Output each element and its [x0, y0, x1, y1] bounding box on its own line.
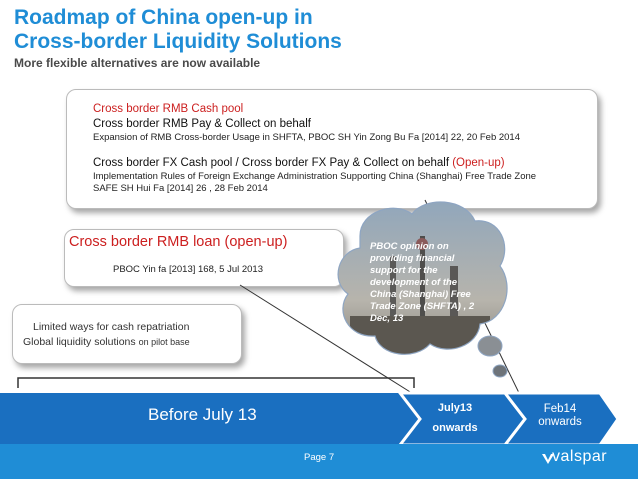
callout-limited-ways: Limited ways for cash repatriation Globa… [12, 304, 242, 364]
fx-regulation-ref-2: SAFE SH Hui Fa [2014] 26 , 28 Feb 2014 [93, 183, 268, 194]
title-line-2: Cross-border Liquidity Solutions [14, 30, 342, 53]
rmb-loan-title: Cross border RMB loan (open-up) [69, 234, 288, 250]
timeline-bar [0, 391, 620, 447]
pboc-opinion-text: PBOC opinion on providing financial supp… [370, 241, 475, 324]
callout-rmb-loan: Cross border RMB loan (open-up) PBOC Yin… [64, 229, 344, 287]
fx-cash-pool-label: Cross border FX Cash pool / Cross border… [93, 157, 505, 169]
callout-cash-pool-text: Cross border RMB Cash pool Cross border … [93, 102, 593, 195]
timeline-feb14: Feb14 onwards [538, 403, 582, 428]
page-number: Page 7 [304, 452, 335, 463]
rmb-cash-pool-label: Cross border RMB Cash pool [93, 103, 244, 115]
rmb-pay-collect-label: Cross border RMB Pay & Collect on behalf [93, 118, 311, 130]
callout-cash-pool: Cross border RMB Cash pool Cross border … [66, 89, 598, 209]
rmb-regulation-ref: Expansion of RMB Cross-border Usage in S… [93, 132, 521, 143]
timeline-brace [17, 377, 415, 388]
slide-subtitle: More flexible alternatives are now avail… [14, 56, 261, 70]
timeline-before-july: Before July 13 [148, 405, 257, 424]
fx-regulation-ref-1: Implementation Rules of Foreign Exchange… [93, 171, 537, 182]
cloud-shanghai-image [337, 201, 508, 378]
footer-bar [0, 444, 638, 479]
valspar-logo-text: valspar [552, 448, 608, 465]
global-liquidity-label: Global liquidity solutions on pilot base [23, 336, 190, 348]
rmb-loan-ref: PBOC Yin fa [2013] 168, 5 Jul 2013 [113, 264, 263, 275]
slide-title: Roadmap of China open-up in Cross-border… [14, 6, 574, 54]
timeline-july13: July13 onwards [432, 402, 478, 434]
title-line-1: Roadmap of China open-up in [14, 6, 313, 29]
valspar-logo-icon [542, 454, 554, 464]
open-up-tag: (Open-up) [452, 157, 505, 169]
limited-ways-label: Limited ways for cash repatriation [33, 321, 190, 333]
